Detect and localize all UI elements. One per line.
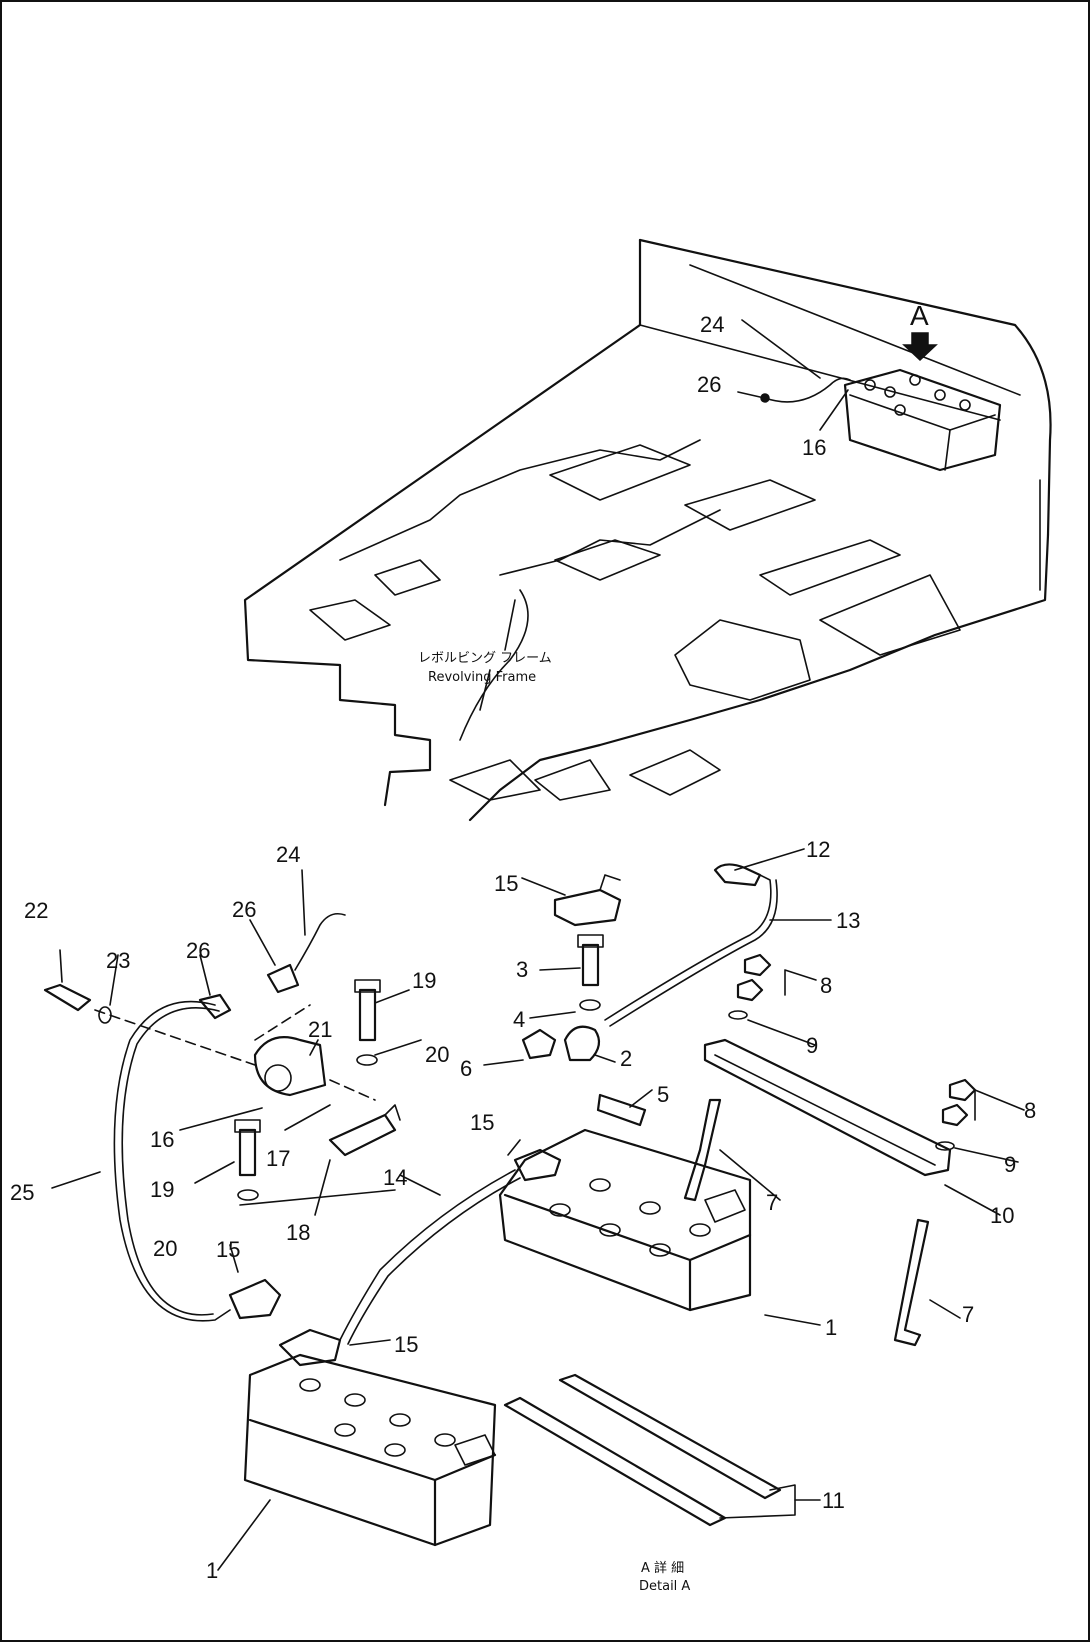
- callout-15: 15: [216, 1237, 240, 1262]
- callout-1: 1: [206, 1558, 218, 1583]
- callout-16: 16: [150, 1127, 174, 1152]
- detail-caption-jp: A 詳 細: [641, 1560, 684, 1576]
- callout-4: 4: [513, 1007, 525, 1032]
- callout-26: 26: [186, 938, 210, 963]
- callout-9: 9: [1004, 1152, 1016, 1177]
- callout-20: 20: [153, 1236, 177, 1261]
- exploded-parts-drawing: [43, 848, 1025, 1571]
- callout-25: 25: [10, 1180, 34, 1205]
- callout-17: 17: [266, 1146, 290, 1171]
- battery-rear: [498, 1128, 752, 1312]
- callout-12: 12: [806, 837, 830, 862]
- callout-20: 20: [425, 1042, 449, 1067]
- callout-1: 1: [825, 1315, 837, 1340]
- callout-7: 7: [766, 1190, 778, 1215]
- callout-9: 9: [806, 1033, 818, 1058]
- callout-26: 26: [697, 372, 721, 397]
- callout-13: 13: [836, 908, 860, 933]
- callout-15: 15: [470, 1110, 494, 1135]
- callout-5: 5: [657, 1082, 669, 1107]
- callout-8: 8: [820, 973, 832, 998]
- callout-24: 24: [276, 842, 300, 867]
- callout-18: 18: [286, 1220, 310, 1245]
- revolving-frame-drawing: [243, 238, 1052, 822]
- frame-label-en: Revolving Frame: [428, 670, 536, 685]
- callout-26: 26: [232, 897, 256, 922]
- detail-caption-en: Detail A: [639, 1579, 690, 1594]
- detail-marker-a: A: [910, 300, 929, 331]
- callout-3: 3: [516, 957, 528, 982]
- callout-15: 15: [494, 871, 518, 896]
- callout-19: 19: [150, 1177, 174, 1202]
- callout-19: 19: [412, 968, 436, 993]
- callout-24: 24: [700, 312, 724, 337]
- callout-8: 8: [1024, 1098, 1036, 1123]
- callout-23: 23: [106, 948, 130, 973]
- callout-16: 16: [802, 435, 826, 460]
- callout-15: 15: [394, 1332, 418, 1357]
- battery-front: [243, 1353, 497, 1547]
- callout-10: 10: [990, 1203, 1014, 1228]
- callout-labels: 24 26 16 24 26 22 23 26 19 20 21 16 17 1…: [10, 312, 1036, 1583]
- callout-2: 2: [620, 1046, 632, 1071]
- callout-6: 6: [460, 1056, 472, 1081]
- callout-7: 7: [962, 1302, 974, 1327]
- callout-14: 14: [383, 1165, 407, 1190]
- callout-11: 11: [822, 1488, 845, 1513]
- callout-21: 21: [308, 1017, 332, 1042]
- frame-label-jp: レボルビング フレーム: [418, 651, 552, 666]
- callout-22: 22: [24, 898, 48, 923]
